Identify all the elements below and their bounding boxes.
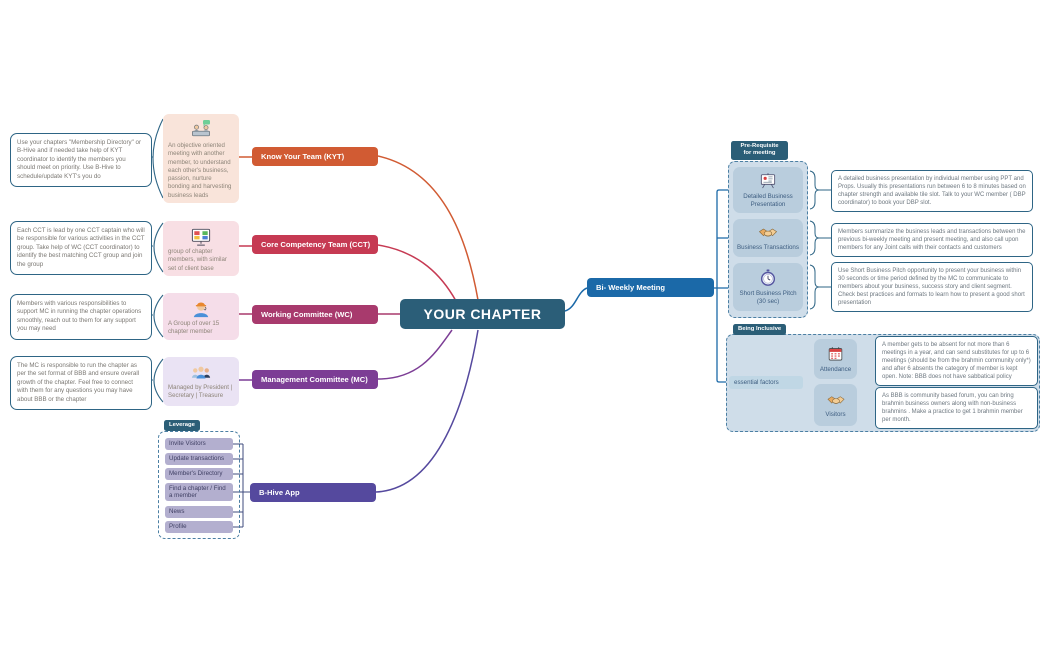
cct-summary-card[interactable]: group of chapter members, with similar s… bbox=[163, 221, 239, 276]
center-node-your-chapter[interactable]: YOUR CHAPTER bbox=[400, 299, 565, 329]
leverage-item-update-transactions[interactable]: Update transactions bbox=[165, 453, 233, 465]
sbp-brace bbox=[809, 264, 831, 310]
sbp-note[interactable]: Use Short Business Pitch opportunity to … bbox=[831, 262, 1033, 313]
leverage-item-members-directory[interactable]: Member's Directory bbox=[165, 468, 233, 480]
people-group-icon bbox=[188, 361, 214, 384]
handshake-icon bbox=[825, 392, 847, 409]
presentation-icon bbox=[757, 171, 779, 191]
branch-node-bhive[interactable]: B-Hive App bbox=[250, 483, 376, 502]
mc-summary-text: Managed by President | Secretary | Treas… bbox=[168, 384, 233, 400]
wc-tip-note[interactable]: Members with various responsibilities to… bbox=[10, 294, 152, 340]
item-visitors[interactable]: Visitors bbox=[814, 384, 857, 426]
visitors-note[interactable]: As BBB is community based forum, you can… bbox=[875, 387, 1038, 430]
item-attendance[interactable]: Attendance bbox=[814, 339, 857, 379]
mc-tip-note[interactable]: The MC is responsible to run the chapter… bbox=[10, 356, 152, 411]
branch-node-kyt[interactable]: Know Your Team (KYT) bbox=[252, 147, 378, 166]
branch-node-mc[interactable]: Management Committee (MC) bbox=[252, 370, 378, 389]
team-board-icon bbox=[188, 225, 214, 248]
mc-summary-card[interactable]: Managed by President | Secretary | Treas… bbox=[163, 357, 239, 406]
kyt-connector bbox=[239, 155, 479, 301]
attendance-label: Attendance bbox=[819, 365, 852, 373]
leverage-item-profile[interactable]: Profile bbox=[165, 521, 233, 533]
mc-connector bbox=[239, 329, 453, 381]
calendar-icon bbox=[826, 345, 845, 364]
wc-summary-card[interactable]: A Group of over 15 chapter member bbox=[163, 293, 239, 340]
cct-connector bbox=[239, 244, 457, 302]
sbp-label: Short Business Pitch (30 sec) bbox=[739, 290, 797, 305]
cct-tip-note[interactable]: Each CCT is lead by one CCT captain who … bbox=[10, 221, 152, 276]
visitors-label: Visitors bbox=[825, 410, 846, 418]
prerequisite-tag: Pre-Requisite for meeting bbox=[731, 141, 788, 160]
cct-summary-text: group of chapter members, with similar s… bbox=[168, 248, 227, 272]
leverage-item-news[interactable]: News bbox=[165, 506, 233, 518]
leverage-group-box bbox=[158, 431, 240, 539]
bt-note[interactable]: Members summarize the business leads and… bbox=[831, 223, 1033, 258]
meeting-connector bbox=[564, 287, 588, 312]
meeting-trunk bbox=[714, 189, 733, 383]
wc-summary-text: A Group of over 15 chapter member bbox=[168, 320, 220, 336]
kyt-summary-card[interactable]: An objective oriented meeting with anoth… bbox=[163, 114, 239, 203]
dbp-brace bbox=[809, 170, 831, 210]
support-agent-icon bbox=[189, 297, 213, 320]
being-inclusive-tag: Being Inclusive bbox=[733, 324, 787, 336]
kyt-summary-text: An objective oriented meeting with anoth… bbox=[168, 142, 232, 199]
leverage-tag: Leverage bbox=[164, 420, 200, 432]
meeting-icon bbox=[188, 118, 214, 142]
item-business-transactions[interactable]: Business Transactions bbox=[733, 219, 803, 257]
kyt-tip-note[interactable]: Use your chapters "Membership Directory"… bbox=[10, 133, 152, 188]
leverage-item-invite-visitors[interactable]: Invite Visitors bbox=[165, 438, 233, 450]
handshake-icon bbox=[756, 224, 780, 242]
bt-brace bbox=[809, 220, 831, 256]
dbp-label: Detailed Business Presentation bbox=[743, 193, 793, 208]
bhive-connector bbox=[375, 329, 479, 493]
stopwatch-icon bbox=[758, 268, 778, 288]
item-short-business-pitch[interactable]: Short Business Pitch (30 sec) bbox=[733, 263, 803, 311]
dbp-note[interactable]: A detailed business presentation by indi… bbox=[831, 170, 1033, 213]
leverage-item-find-chapter[interactable]: Find a chapter / Find a member bbox=[165, 483, 233, 501]
bt-label: Business Transactions bbox=[737, 244, 799, 252]
item-detailed-business-presentation[interactable]: Detailed Business Presentation bbox=[733, 167, 803, 213]
branch-node-wc[interactable]: Working Committee (WC) bbox=[252, 305, 378, 324]
essential-factors-node[interactable]: essential factors bbox=[729, 376, 803, 389]
branch-node-biweekly-meeting[interactable]: Bi- Weekly Meeting bbox=[587, 278, 714, 297]
leverage-bracket bbox=[233, 443, 250, 528]
attendance-note[interactable]: A member gets to be absent for not more … bbox=[875, 336, 1038, 387]
branch-node-cct[interactable]: Core Competency Team (CCT) bbox=[252, 235, 378, 254]
